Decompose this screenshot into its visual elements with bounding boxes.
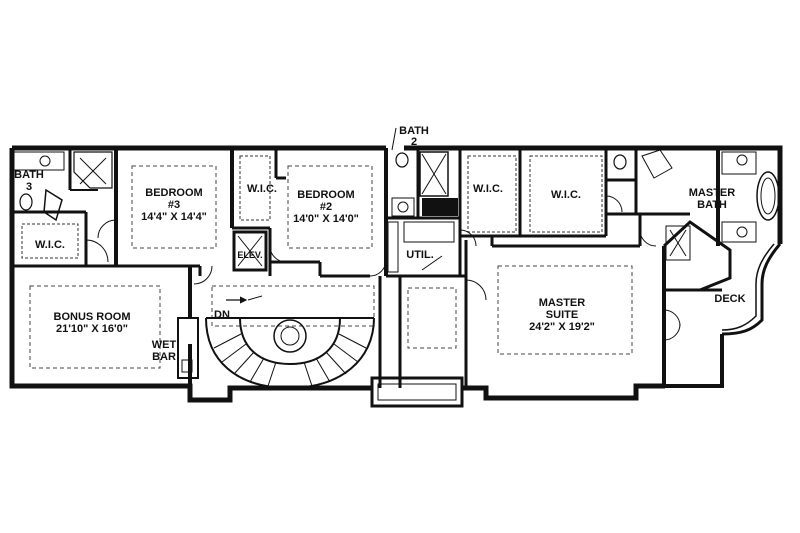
bedroom2-label-1: BEDROOM [297,189,354,201]
wic-m1-label: W.I.C. [473,183,503,195]
wic-left-label: W.I.C. [35,239,65,251]
bedroom2-label-2: #2 [320,201,332,213]
master-bath-label-2: BATH [697,199,727,211]
master-suite-label-2: SUITE [546,309,578,321]
wet-bar-label-1: WET [152,339,177,351]
bath2-label-1: BATH [399,125,429,137]
bedroom3-label-2: #3 [168,199,180,211]
util-label: UTIL. [406,249,434,261]
bonus-room-label: BONUS ROOM [54,311,131,323]
wic-b2-label: W.I.C. [247,183,277,195]
master-bath-label-1: MASTER [689,187,736,199]
fixtures [13,149,780,273]
staircase [205,295,375,390]
wet-bar-label-2: BAR [152,351,176,363]
doors [85,195,681,341]
room-labels: BATH 3 W.I.C. BEDROOM #3 14'4" X 14'4" W… [14,125,746,363]
wic-m2-label: W.I.C. [551,189,581,201]
deck-label: DECK [714,293,745,305]
bedroom3-dims: 14'4" X 14'4" [141,211,207,223]
bath3-label-2: 3 [26,181,32,193]
bonus-room-dims: 21'10" X 16'0" [56,323,128,335]
bath3-label-1: BATH [14,169,44,181]
ceiling-outlines [29,165,633,369]
bedroom2-dims: 14'0" X 14'0" [293,213,359,225]
master-suite-dims: 24'2" X 19'2" [529,321,595,333]
interior-walls [12,148,732,388]
bath2-label-2: 2 [411,136,417,148]
closet-shelving [21,155,603,259]
bedroom3-label-1: BEDROOM [145,187,202,199]
master-suite-label-1: MASTER [539,297,586,309]
stairs-dn-label: DN [214,309,230,321]
exterior-walls [9,145,783,408]
elev-label: ELEV. [237,250,262,260]
